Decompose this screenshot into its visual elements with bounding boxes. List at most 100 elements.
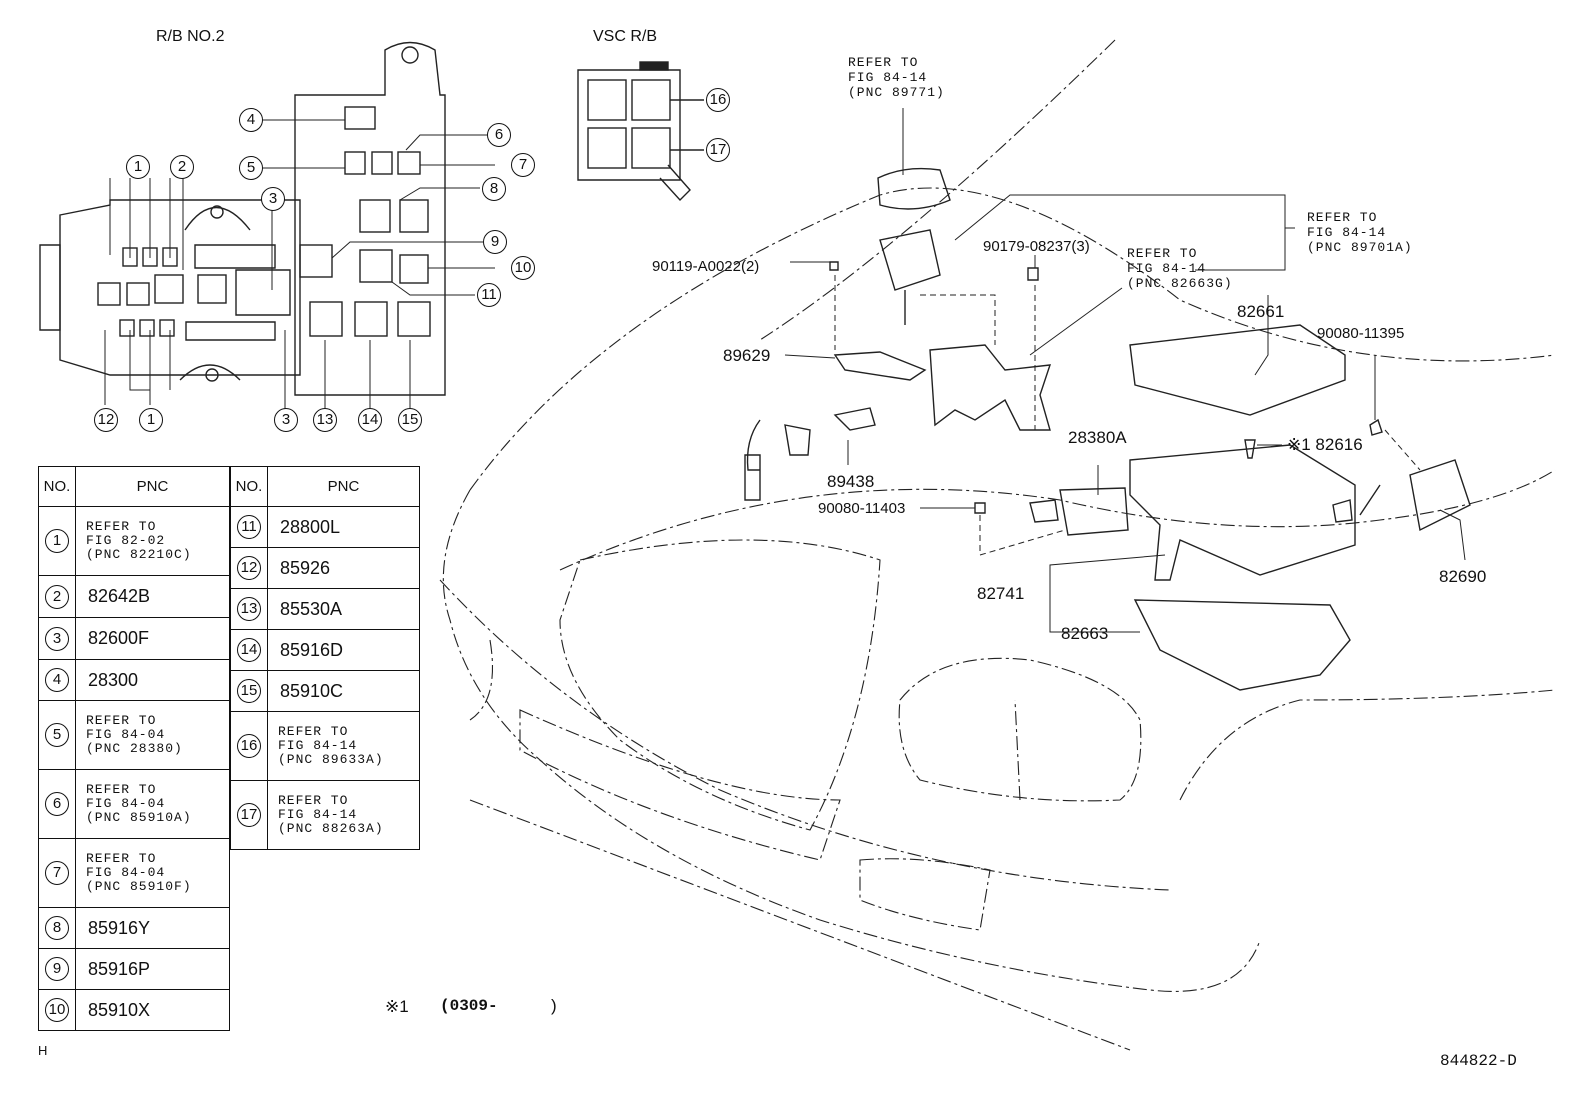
- callout-4: 4: [239, 108, 263, 132]
- callout-2: 2: [170, 155, 194, 179]
- pnc-value: 85916Y: [75, 907, 230, 949]
- table-row: 11 28800L: [230, 506, 420, 548]
- row-number: 17: [237, 803, 261, 827]
- ref-line: REFER TO: [278, 793, 349, 808]
- ref-line: FIG 84-14: [278, 738, 358, 753]
- callout-16: 16: [706, 88, 730, 112]
- figure-code: 844822-D: [1440, 1052, 1517, 1070]
- pnc-value: 82642B: [75, 575, 230, 618]
- callout-10: 10: [511, 256, 535, 280]
- pnc-value: 82600F: [75, 617, 230, 660]
- pnc-table-right: NO. PNC 11 28800L 12 85926 13 85530A 14 …: [230, 466, 420, 850]
- label-90080-11395: 90080-11395: [1317, 325, 1405, 342]
- row-number: 11: [237, 515, 261, 539]
- ref-line: REFER TO: [278, 724, 349, 739]
- vehicle-outline: [439, 39, 1556, 1051]
- ref-line: FIG 84-14: [278, 807, 358, 822]
- ref-line: (PNC 28380): [86, 741, 183, 756]
- row-number: 3: [45, 626, 69, 651]
- ref-line: (PNC 89633A): [278, 752, 384, 767]
- table-row: 15 85910C: [230, 670, 420, 712]
- row-number: 14: [237, 638, 261, 662]
- callout-3-bottom: 3: [274, 408, 298, 432]
- footnote-range: (0309-: [440, 997, 498, 1015]
- ref-line: (PNC 88263A): [278, 821, 384, 836]
- row-number: 4: [45, 668, 69, 692]
- table-left-header-no: NO.: [38, 466, 76, 507]
- pnc-value: 85916D: [267, 629, 420, 671]
- parts-drawings: [744, 167, 1471, 691]
- table-row: 8 85916Y: [38, 907, 230, 949]
- ref-line: REFER TO: [86, 851, 157, 866]
- pnc-value: 28300: [75, 659, 230, 701]
- label-82616: ※1 82616: [1287, 435, 1363, 454]
- callout-15: 15: [398, 408, 422, 432]
- ref-line: (PNC 82210C): [86, 547, 192, 562]
- table-left-header-pnc: PNC: [75, 466, 230, 507]
- callout-13: 13: [313, 408, 337, 432]
- label-89629: 89629: [723, 346, 771, 365]
- row-number: 7: [45, 861, 69, 885]
- label-90080-11403: 90080-11403: [818, 500, 906, 517]
- row-number: 13: [237, 597, 261, 621]
- ref-line: FIG 84-04: [86, 865, 166, 880]
- row-number: 9: [45, 957, 69, 981]
- rb-no2-title: R/B NO.2: [156, 28, 225, 45]
- label-82661: 82661: [1237, 302, 1285, 321]
- callout-12: 12: [94, 408, 118, 432]
- table-row: 13 85530A: [230, 588, 420, 630]
- ref-line: (PNC 85910A): [86, 810, 192, 825]
- callout-8: 8: [482, 177, 506, 201]
- vsc-rb-title: VSC R/B: [593, 28, 658, 45]
- footnote-close: ): [551, 996, 557, 1015]
- label-82663: 82663: [1061, 624, 1109, 643]
- ref-line: REFER TO: [86, 713, 157, 728]
- row-number: 6: [45, 792, 69, 816]
- table-row: 3 82600F: [38, 617, 230, 660]
- ref-line: FIG 82-02: [86, 533, 166, 548]
- callout-17: 17: [706, 138, 730, 162]
- table-row: 9 85916P: [38, 948, 230, 990]
- label-82741: 82741: [977, 584, 1025, 603]
- row-number: 1: [45, 529, 69, 553]
- corner-mark: H: [38, 1043, 48, 1058]
- table-right-header-no: NO.: [230, 466, 268, 507]
- callout-1-top: 1: [126, 155, 150, 179]
- row-number: 5: [45, 723, 69, 747]
- callout-7: 7: [511, 153, 535, 177]
- pnc-value: 28800L: [267, 506, 420, 548]
- footnote-mark: ※1: [385, 997, 409, 1016]
- callout-9: 9: [483, 230, 507, 254]
- vsc-relay-block-drawing: [577, 61, 704, 202]
- table-right-header-pnc: PNC: [267, 466, 420, 507]
- pnc-value: 85910C: [267, 670, 420, 712]
- rb-leader-lines: [104, 119, 495, 410]
- label-82690: 82690: [1439, 567, 1487, 586]
- row-number: 12: [237, 556, 261, 580]
- table-row: 12 85926: [230, 547, 420, 589]
- ref-line: (PNC 85910F): [86, 879, 192, 894]
- part-leader-lines: [784, 108, 1466, 633]
- pnc-value: 85910X: [75, 989, 230, 1031]
- label-90179-08237: 90179-08237(3): [983, 238, 1090, 255]
- callout-3-top: 3: [261, 187, 285, 211]
- pnc-value: 85530A: [267, 588, 420, 630]
- table-row: 10 85910X: [38, 989, 230, 1031]
- ref-line: FIG 84-04: [86, 727, 166, 742]
- table-row: 4 28300: [38, 659, 230, 701]
- label-90119-a0022: 90119-A0022(2): [652, 258, 760, 275]
- callout-5: 5: [239, 156, 263, 180]
- callout-1-bottom: 1: [139, 408, 163, 432]
- pnc-value: 85916P: [75, 948, 230, 990]
- ref-line: FIG 84-04: [86, 796, 166, 811]
- callout-11: 11: [477, 283, 501, 307]
